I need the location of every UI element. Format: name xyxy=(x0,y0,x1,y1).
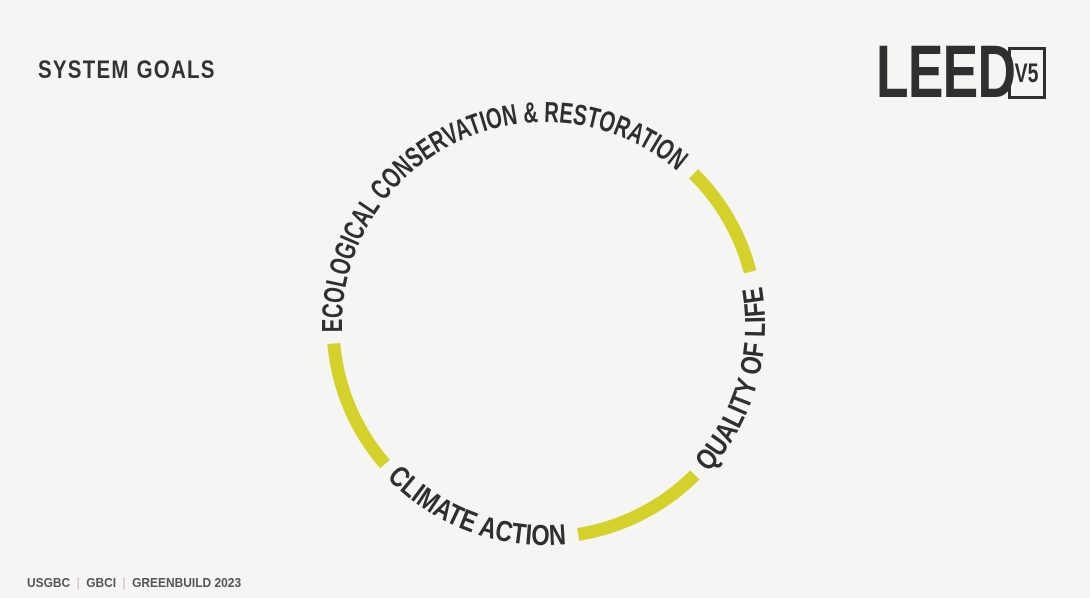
footer-usgbc: USGBC xyxy=(27,575,71,590)
footer-separator: | xyxy=(122,575,126,590)
goal-label: QUALITY OF LIFE xyxy=(689,285,772,477)
ring-arc-left xyxy=(327,342,390,469)
slide-title: SYSTEM GOALS xyxy=(38,56,216,84)
ring-arc-top-right xyxy=(688,169,757,274)
goal-quality-of-life: QUALITY OF LIFE xyxy=(689,285,772,477)
footer-gbci: GBCI xyxy=(86,575,117,590)
goal-label: ECOLOGICAL CONSERVATION & RESTORATION xyxy=(317,97,693,332)
footer-greenbuild: GREENBUILD 2023 xyxy=(132,575,242,590)
goal-label: CLIMATE ACTION xyxy=(382,460,567,552)
goal-ecological-conservation: ECOLOGICAL CONSERVATION & RESTORATION xyxy=(317,97,693,332)
version-badge: V5 xyxy=(1008,47,1046,99)
version-label: V5 xyxy=(1015,57,1039,88)
footer: USGBC | GBCI | GREENBUILD 2023 xyxy=(27,575,241,590)
goal-climate-action: CLIMATE ACTION xyxy=(382,460,567,552)
ring-arc-bottom xyxy=(577,470,700,541)
footer-separator: | xyxy=(76,575,80,590)
leed-v5-logo: LEED V5 xyxy=(876,35,1046,109)
